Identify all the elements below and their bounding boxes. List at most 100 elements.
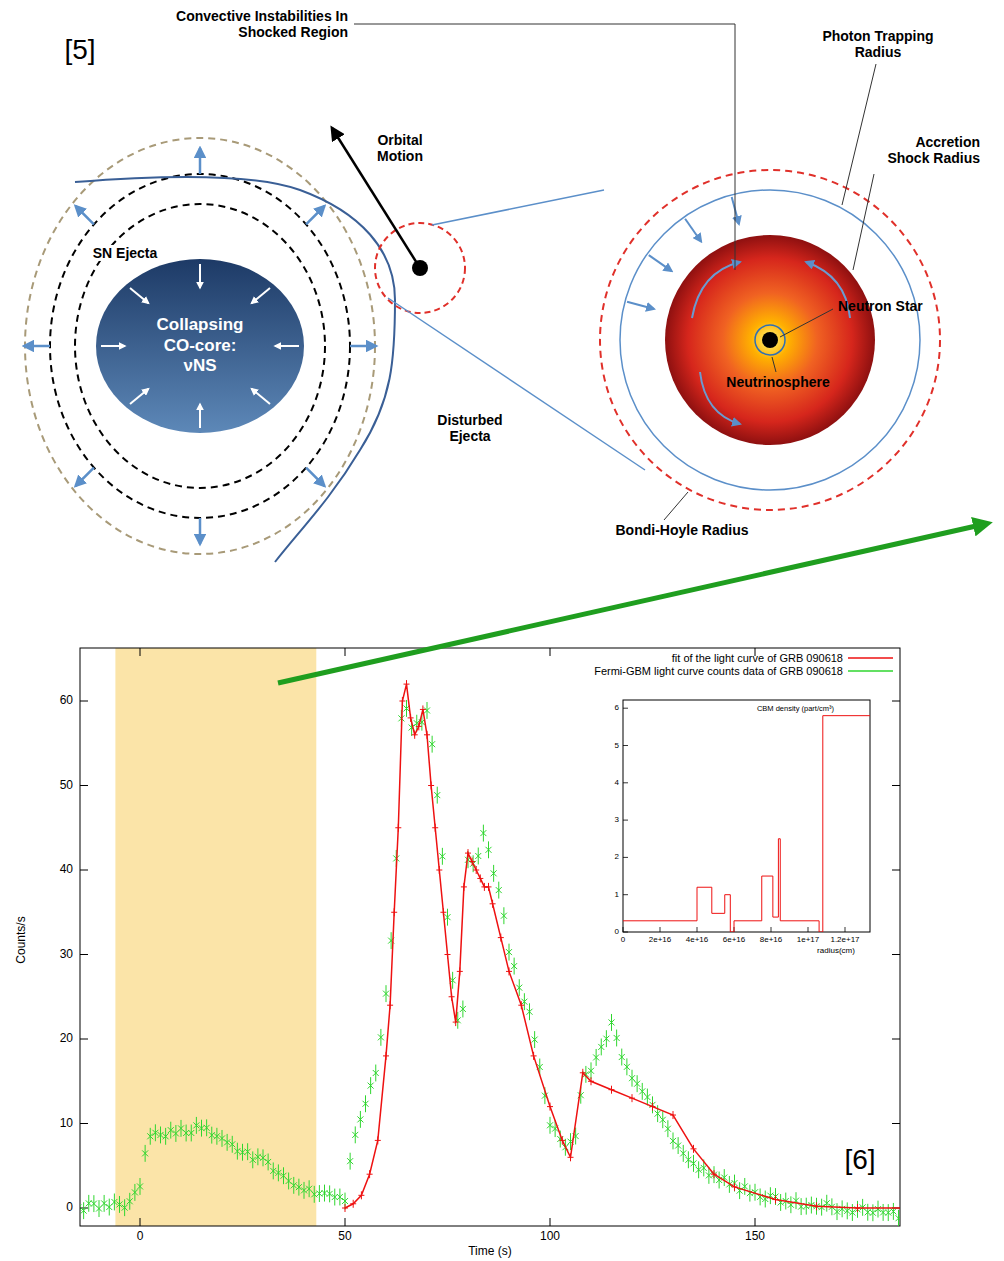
data-points [696,1167,702,1173]
data-points [439,853,445,859]
data-points [286,1178,292,1184]
data-points [127,1198,133,1204]
inset-ticks [623,927,624,932]
fit-markers [582,1069,583,1077]
data-points [383,991,389,997]
data-points [434,792,440,798]
fit-markers [435,824,436,832]
data-points [634,1081,640,1087]
axis-label: 1.2e+17 [830,935,859,944]
data-points [475,853,481,859]
fit-markers [410,714,411,722]
data-points [214,1133,220,1139]
data-points [229,1141,235,1147]
data-points [857,1201,858,1218]
inset-ticks [623,708,845,932]
axis-ticks [892,1123,900,1124]
fit-markers [500,934,501,942]
data-points [434,792,440,798]
axis-label: 5 [615,741,619,750]
fit-markers [418,722,419,730]
part-label: Accretion Shock Radius [870,134,980,166]
data-points [775,1188,776,1205]
part-label: Orbital Motion [365,132,435,164]
ejecta-arrows [306,468,324,486]
fit-markers [521,1001,522,1009]
data-points [296,1184,302,1190]
data-points [281,1173,287,1179]
data-points [255,1154,261,1160]
axis-label: 50 [60,779,73,793]
data-points [460,1006,466,1012]
inflow-arrows [685,219,701,242]
axis-label: 50 [338,1230,351,1244]
ejecta-arrows [199,518,202,544]
data-points [204,1125,210,1131]
data-points [234,1148,240,1154]
data-points [250,1157,256,1163]
axis-ticks [80,648,900,1226]
fit-markers [443,908,444,916]
legend-text: CBM density (part/cm³) [757,705,834,714]
ejecta-arrows [350,345,376,348]
data-points [527,1009,533,1015]
data-points [844,1208,850,1214]
data-points [363,1101,369,1107]
legend-text: fit of the light curve of GRB 090618 [672,652,843,665]
data-points [849,1210,855,1216]
fit-markers [509,967,510,975]
inset-ticks [623,932,628,933]
fit-markers [734,1183,735,1191]
axis-ticks [80,1039,88,1040]
fit-markers [394,908,395,916]
data-points [603,1036,609,1042]
data-points [734,1175,735,1192]
data-points [301,1187,307,1193]
data-points [270,1168,276,1174]
precursor-band [115,648,316,1226]
data-points [609,1019,615,1025]
data-points [516,985,522,991]
data-points [680,1150,686,1156]
data-points [501,913,507,919]
inflow-arrows [627,197,739,309]
data-points [347,1158,353,1164]
data-points [890,1208,896,1214]
inset-ticks [623,857,628,858]
axis-label: Counts/s [15,916,29,963]
data-points [675,1143,681,1149]
data-points [511,963,517,969]
data-points [532,1037,538,1043]
fit-markers [447,951,448,959]
data-points [875,1206,881,1212]
data-points [209,1132,215,1138]
axis-ticks [80,785,88,786]
neutron-star-dot [412,260,428,276]
fit-markers [345,1204,346,1212]
fit-markers [492,900,493,908]
data-points [163,1133,169,1139]
data-points [224,1139,230,1145]
fit-markers [714,1170,715,1178]
fit-markers [673,1111,674,1119]
convection-arrows [692,262,740,318]
data-points [816,1198,817,1215]
data-points [660,1117,666,1123]
data-points [714,1166,715,1183]
core-text: Collapsing CO-core: νNS [145,315,255,376]
data-points [260,1155,266,1161]
axis-ticks [892,701,900,702]
plot-frame [80,648,900,1226]
data-points [547,1122,553,1128]
fit-markers [472,858,473,866]
fit-markers [398,824,399,832]
data-points [152,1130,158,1136]
data-points [849,1210,855,1216]
collapse-arrows [199,404,201,428]
leader-lines [664,492,688,520]
data-points [655,1111,661,1117]
fit-markers [390,1001,391,1009]
data-points [896,1215,901,1221]
inset-ticks [808,927,809,932]
fit-markers [463,883,464,891]
